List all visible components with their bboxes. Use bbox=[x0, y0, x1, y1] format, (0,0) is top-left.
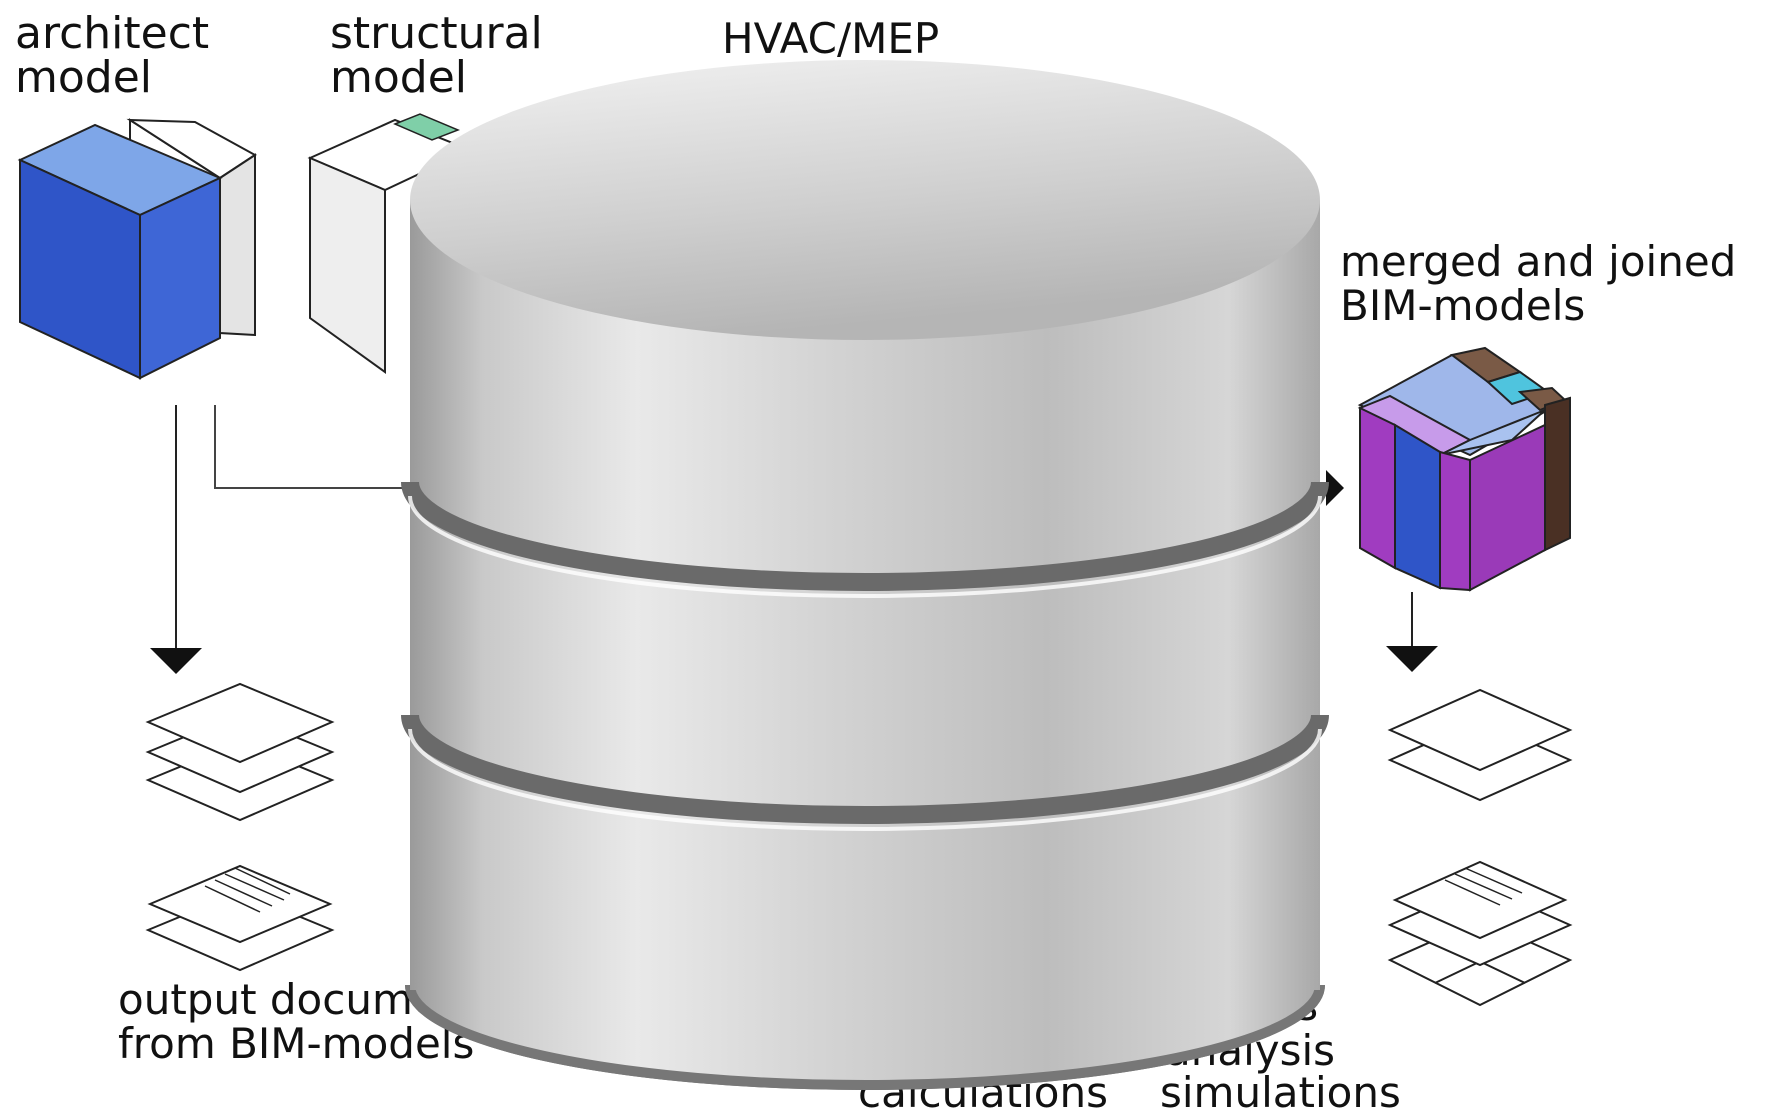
document-stack-icon bbox=[145, 864, 335, 972]
structural-model-cube-icon bbox=[307, 113, 473, 374]
layers-stack-icon bbox=[1387, 688, 1573, 802]
structural-model-label: structural model bbox=[330, 8, 543, 103]
architect-model-cube-icon bbox=[17, 118, 257, 380]
layers-stack-icon bbox=[145, 682, 335, 822]
architect-to-database-connector bbox=[214, 405, 420, 489]
simulations-label: simulations bbox=[1160, 1068, 1401, 1117]
merged-models-label: merged and joined BIM-models bbox=[1340, 237, 1737, 330]
output-documents-label: output docume from BIM-models bbox=[118, 975, 475, 1068]
right-arrow-tip bbox=[1326, 470, 1344, 506]
right-down-arrow bbox=[1386, 592, 1438, 672]
architect-model-label: architect model bbox=[15, 8, 210, 103]
left-down-arrow bbox=[150, 405, 202, 674]
merged-model-cube-icon bbox=[1357, 346, 1571, 592]
document-stack-icon bbox=[1387, 860, 1573, 1007]
hvac-mep-label: HVAC/MEP bbox=[722, 14, 940, 63]
